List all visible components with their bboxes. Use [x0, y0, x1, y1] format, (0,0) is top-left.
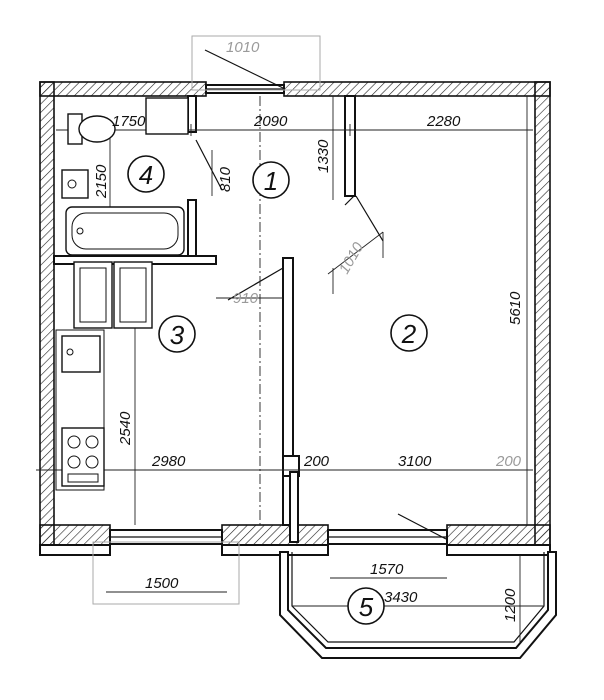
- bathtub: [65, 206, 185, 256]
- dim-balcony-depth: 1200: [502, 588, 519, 622]
- bath-door-leaf: [195, 139, 223, 191]
- balcony: [279, 551, 557, 659]
- room-1-circle: [252, 161, 290, 199]
- stove-burner-2: [85, 435, 99, 449]
- fridge-unit-2-inner: [119, 267, 147, 323]
- bath-wall-lower: [187, 199, 197, 261]
- balcony-railing: [279, 551, 557, 659]
- fridge-unit-1-inner: [79, 267, 107, 323]
- stove-burner-1: [67, 435, 81, 449]
- dim-balcony-door: 1570: [370, 561, 404, 578]
- top-window-dim-box: [191, 35, 321, 91]
- door-1010-dim: [327, 231, 384, 275]
- room-labels: 1 2 3 4 5: [127, 155, 428, 625]
- bathtub-inner: [71, 212, 179, 250]
- room-3-circle: [158, 315, 196, 353]
- dim-room2-top: 1330: [315, 139, 332, 173]
- dim-wall-200-b: 200: [495, 453, 522, 470]
- room-5-circle: [347, 587, 385, 625]
- bath-sink-drain: [67, 179, 77, 189]
- dim-wall-200-a: 200: [303, 453, 330, 470]
- room2-wall-upper: [344, 95, 356, 197]
- kitchen-sink-drain: [66, 348, 74, 356]
- top-window: [191, 35, 321, 94]
- stove: [61, 427, 105, 487]
- room-3-number: 3: [170, 320, 185, 350]
- dim-door-810: 810: [217, 166, 234, 192]
- dim-top-window: 1010: [226, 39, 260, 56]
- kitchen-window-dim-box: [92, 541, 240, 605]
- facade-strip-1: [39, 544, 111, 556]
- bottom-wall-3: [446, 524, 551, 546]
- dim-corridor-width: 2090: [253, 113, 288, 130]
- kitchen-door-leaf: [227, 267, 284, 301]
- stove-burner-4: [85, 455, 99, 469]
- dim-door-1010: 1010: [336, 239, 368, 277]
- door-swings: [195, 139, 384, 301]
- dimension-labels: 1010 1750 2090 2280 2150 810 1330 1010 9…: [93, 39, 524, 622]
- room-2-circle: [390, 314, 428, 352]
- stove-burner-3: [67, 455, 81, 469]
- room-1-number: 1: [264, 166, 278, 196]
- bath-sink: [61, 169, 89, 199]
- dim-door-910: 910: [233, 290, 259, 307]
- kitchen-counter: [55, 329, 105, 491]
- dim-kitchen-height: 2540: [117, 411, 134, 446]
- dim-room2-depth: 5610: [507, 291, 524, 325]
- dim-room2-width-bottom: 3100: [398, 453, 432, 470]
- balcony-door-swing: [397, 513, 447, 540]
- room2-wall-end: [289, 471, 299, 543]
- dim-window-1500: 1500: [145, 575, 179, 592]
- room2-wall-lower: [282, 257, 294, 526]
- left-wall: [39, 81, 55, 546]
- bath-wall-upper: [187, 95, 197, 133]
- bathroom-fixtures: [61, 97, 189, 256]
- dimension-lines: [36, 96, 533, 593]
- right-wall: [534, 81, 551, 546]
- room-5-number: 5: [359, 592, 374, 622]
- kitchen-sink: [61, 335, 101, 373]
- room2-door-stub: [344, 194, 356, 206]
- dim-balcony-width: 3430: [384, 589, 418, 606]
- facade-strip-3: [446, 544, 551, 556]
- stove-panel: [67, 473, 99, 483]
- bathtub-drain: [76, 227, 84, 235]
- dim-bath-width: 1750: [112, 113, 146, 130]
- top-window-swing: [204, 49, 284, 89]
- dim-room2-width: 2280: [426, 113, 461, 130]
- dim-bath-height: 2150: [93, 164, 110, 199]
- toilet-bowl: [78, 115, 116, 143]
- top-right-wall: [283, 81, 551, 97]
- balcony-inner-line: [291, 552, 545, 643]
- top-left-wall: [39, 81, 207, 97]
- facade-strip-2: [221, 544, 329, 556]
- room-4-circle: [127, 155, 165, 193]
- washing-machine: [145, 97, 189, 135]
- kitchen-fixtures: [55, 261, 153, 491]
- interior-walls: [53, 95, 356, 543]
- room-4-number: 4: [139, 160, 153, 190]
- room-2-number: 2: [401, 319, 417, 349]
- bottom-windows: [92, 513, 448, 605]
- dim-kitchen-width: 2980: [151, 453, 186, 470]
- room2-door-leaf: [355, 195, 384, 242]
